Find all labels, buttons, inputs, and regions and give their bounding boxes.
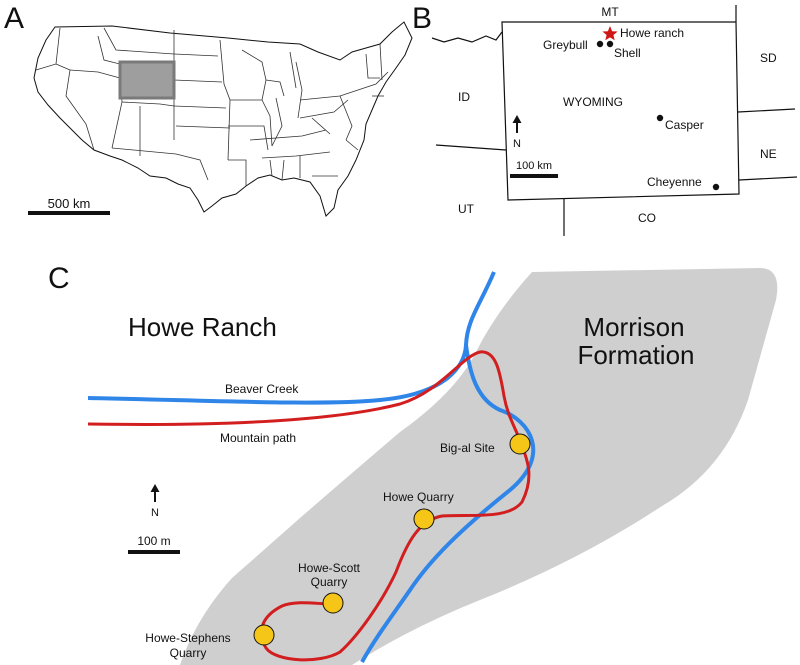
north-arrow-icon [512,115,522,133]
state-borders [431,5,798,236]
beaver-creek-line [87,271,496,405]
beaver-creek-branch [360,344,536,663]
howe-scott-label-line1: Howe-Scott [298,561,361,575]
north-arrow-icon [150,484,160,502]
state-label-wyoming: WYOMING [563,95,623,109]
howe-ranch-star-icon [602,26,618,41]
place-label-howe-ranch: Howe ranch [620,26,684,40]
place-label-shell: Shell [614,46,641,60]
panel-b: B MT ID SD NE UT CO WYOMING Howe ranch G… [412,2,798,236]
panel-b-letter: B [412,2,432,35]
morrison-formation-area [180,268,778,665]
howe-quarry-marker [413,508,435,530]
greybull-dot [596,40,604,48]
panel-c: C Howe Ranch Morrison Formation Beaver C… [48,262,778,665]
howe-stephens-quarry-marker [253,624,275,646]
howe-quarry-label: Howe Quarry [383,490,454,504]
us-outline [33,21,413,217]
place-label-cheyenne: Cheyenne [647,175,702,189]
panel-c-north-label: N [151,507,159,519]
big-al-site-label: Big-al Site [440,441,495,455]
state-label-co: CO [638,211,656,225]
state-label-sd: SD [760,51,777,65]
howe-stephens-label-line2: Quarry [170,646,207,660]
place-label-greybull: Greybull [543,38,588,52]
big-al-site-marker [509,433,531,455]
state-label-ne: NE [760,147,777,161]
casper-dot [656,114,664,122]
panel-a: A [4,2,413,217]
howe-ranch-label: Howe Ranch [128,312,277,342]
panel-c-scale-label: 100 m [137,534,170,548]
cheyenne-dot [712,183,720,191]
shell-dot [606,40,614,48]
us-state-lines [35,27,389,186]
morrison-label-line1: Morrison [583,312,684,342]
state-label-mt: MT [601,5,619,19]
state-label-ut: UT [458,202,475,216]
panel-a-letter: A [4,2,24,35]
howe-stephens-label-line1: Howe-Stephens [145,631,230,645]
howe-scott-quarry-marker [322,592,344,614]
panel-b-scale-label: 100 km [516,160,552,172]
wyoming-border [501,21,740,201]
place-label-casper: Casper [665,118,704,132]
mountain-path-label: Mountain path [220,431,296,445]
mountain-path-line [87,350,531,662]
wyoming-highlight [118,60,176,100]
howe-scott-label-line2: Quarry [311,575,348,589]
morrison-label-line2: Formation [577,340,694,370]
mt-id-border [431,31,503,43]
panel-a-scale-label: 500 km [48,196,91,211]
beaver-creek-label: Beaver Creek [225,382,299,396]
state-label-id: ID [458,90,470,104]
panel-b-north-label: N [513,138,521,150]
panel-c-letter: C [48,262,70,295]
